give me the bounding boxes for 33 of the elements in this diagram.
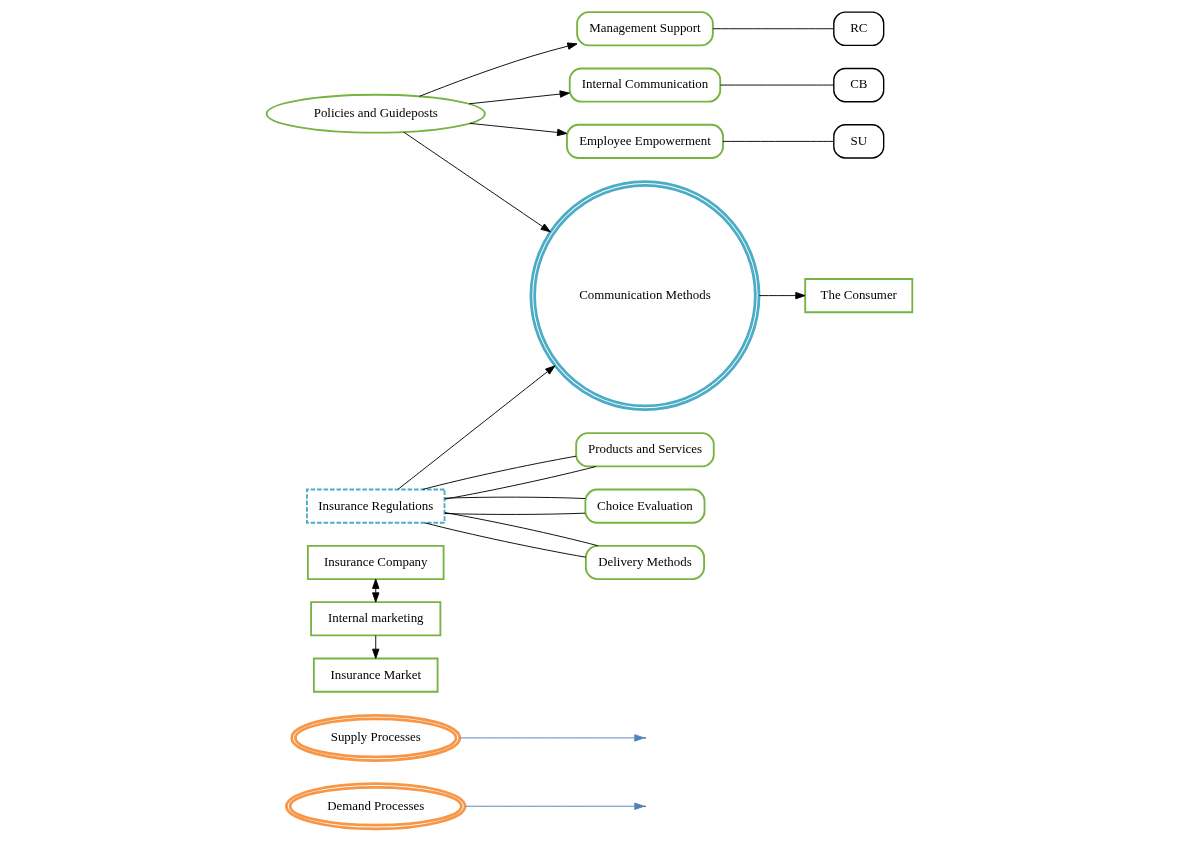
arrow bbox=[458, 734, 644, 742]
arrow bbox=[468, 90, 570, 105]
node-ellipse: Policies and Guideposts bbox=[265, 93, 486, 134]
node-box: Delivery Methods bbox=[584, 544, 705, 580]
arrow bbox=[397, 365, 555, 490]
connector bbox=[443, 512, 598, 547]
arrow bbox=[371, 635, 379, 659]
arrow bbox=[758, 291, 805, 300]
node-box: Management Support bbox=[575, 11, 714, 47]
node-box: RC bbox=[832, 11, 884, 47]
node-box: CB bbox=[832, 67, 884, 103]
node-box: Internal Communication bbox=[568, 67, 721, 103]
node-box: Insurance Market bbox=[312, 657, 439, 693]
connector bbox=[722, 140, 834, 142]
node-box: SU bbox=[832, 124, 884, 159]
node-box: Internal marketing bbox=[309, 601, 441, 637]
connector bbox=[719, 84, 834, 86]
arrow bbox=[418, 42, 577, 97]
connector bbox=[443, 496, 586, 499]
connector bbox=[443, 466, 596, 500]
node-box: Insurance Regulations bbox=[305, 488, 445, 524]
node-box: Products and Services bbox=[574, 432, 715, 468]
connector bbox=[443, 512, 586, 515]
node-box: Choice Evaluation bbox=[584, 488, 705, 524]
node-box: Insurance Company bbox=[306, 544, 445, 580]
connector bbox=[423, 522, 586, 558]
connector bbox=[421, 455, 577, 490]
connector bbox=[712, 28, 834, 30]
node-box: Employee Empowerment bbox=[565, 123, 724, 159]
arrow bbox=[468, 122, 567, 137]
arrow bbox=[402, 131, 551, 233]
arrow bbox=[464, 802, 644, 810]
node-box: The Consumer bbox=[803, 278, 913, 314]
